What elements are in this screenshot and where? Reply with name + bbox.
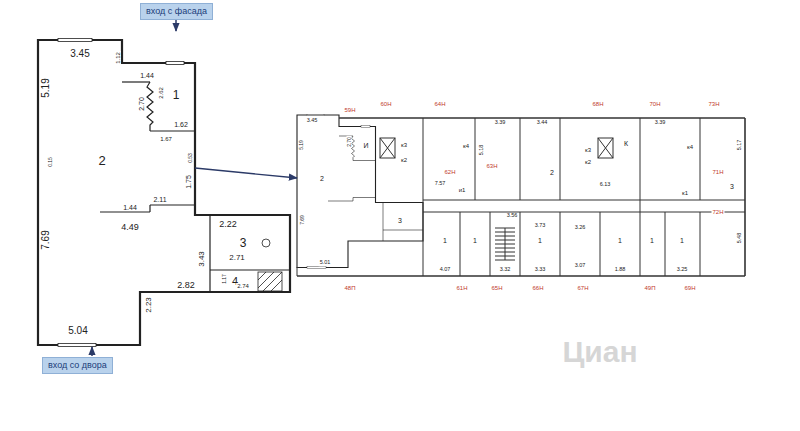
dimension-label: 3.56	[506, 213, 519, 219]
dimension-label: 7.69	[41, 229, 51, 250]
unit-code: 72Н	[711, 209, 724, 215]
dimension-label: 3.39	[494, 120, 507, 126]
entry-text: вход со двора	[43, 358, 112, 373]
dimension-label: 2.82	[176, 281, 196, 290]
room-number: К	[623, 140, 629, 147]
dimension-label: 1.17	[222, 273, 227, 285]
room-number: к3	[584, 147, 592, 153]
dimension-label: 5.19	[41, 77, 51, 98]
unit-walls-small	[297, 114, 423, 268]
dimension-label: 3.73	[534, 223, 547, 229]
unit-code: 67Н	[576, 285, 589, 291]
room-number: к3	[400, 142, 408, 148]
dimension-label: 1.44	[139, 72, 155, 79]
dimension-label: 5.19	[299, 139, 304, 151]
room-number: 2	[98, 154, 105, 167]
dimension-label: 1.75	[185, 174, 192, 190]
unit-code: 70Н	[648, 101, 661, 107]
dimension-label: 2.62	[158, 86, 164, 100]
dimension-label: 7.57	[434, 181, 447, 187]
dimension-label: 7.69	[300, 214, 305, 226]
dimension-label: 5.48	[737, 232, 743, 245]
dimension-label: 2.70	[347, 136, 352, 148]
entry-box: вход с фасада	[140, 3, 213, 20]
dimension-label: 5.04	[67, 326, 88, 336]
entry-arrow	[91, 347, 93, 356]
room-number: и1	[458, 187, 467, 193]
room-number: 1	[537, 237, 543, 244]
room-number: 3	[239, 237, 248, 249]
room-number: к1	[681, 190, 689, 196]
unit-code: 66Н	[531, 285, 544, 291]
connector-arrow	[195, 168, 297, 178]
room-number: 1	[649, 237, 655, 244]
watermark: Циан	[561, 337, 638, 367]
dimension-label: 0.53	[188, 152, 193, 164]
dimension-label: 1.44	[122, 204, 138, 211]
room-number: 1	[472, 237, 478, 244]
dimension-label: 3.32	[499, 267, 512, 273]
dimension-label: 2.71	[228, 254, 246, 262]
sanitary-symbols	[258, 239, 282, 291]
room-number: 3	[729, 183, 735, 190]
dimension-label: 3.44	[536, 120, 549, 126]
unit-code: 63Н	[485, 163, 498, 169]
dimension-label: 3.25	[676, 267, 689, 273]
unit-code: 68Н	[591, 101, 604, 107]
room-number: к2	[584, 159, 592, 165]
dimension-label: 3.33	[534, 267, 547, 273]
unit-code: 48П	[344, 285, 357, 291]
dimension-label: 2.22	[218, 220, 238, 229]
dimension-label: 1.67	[159, 136, 173, 142]
unit-code: 59Н	[343, 107, 356, 113]
unit-code: 62Н	[443, 169, 456, 175]
room-number: 2	[549, 169, 555, 176]
dimension-label: 3.45	[306, 118, 319, 124]
dimension-label: 5.18	[479, 144, 485, 157]
room-number: 3	[397, 217, 403, 224]
dimension-label: 5.17	[737, 139, 743, 152]
unit-walls	[38, 39, 290, 347]
unit-code: 60Н	[379, 101, 392, 107]
unit-code: 71Н	[711, 169, 724, 175]
dimension-label: 2.70	[138, 96, 145, 112]
dimension-label: 2.11	[152, 196, 167, 203]
dimension-label: 5.01	[319, 260, 332, 266]
dimension-label: 3.26	[574, 225, 587, 231]
room-number: 2	[320, 175, 324, 182]
dimension-label: 0.15	[48, 156, 53, 168]
dimension-label: 3.39	[654, 120, 667, 126]
room-number: к2	[400, 157, 408, 163]
dimension-label: 2.23	[145, 296, 153, 314]
dimension-label: 3.45	[69, 49, 90, 59]
dimension-label: 2.74	[236, 283, 250, 289]
dimension-label: 1.88	[614, 267, 627, 273]
dimension-label: 4.49	[120, 223, 140, 232]
room-number: 1	[679, 237, 685, 244]
dimension-label: 3.43	[198, 250, 206, 268]
room-number: И	[362, 142, 369, 149]
room-number: к4	[686, 144, 694, 150]
unit-code: 73Н	[707, 101, 720, 107]
unit-code: 49П	[644, 285, 657, 291]
entry-box: вход со двора	[42, 357, 113, 374]
dimension-label: 4.07	[439, 267, 452, 273]
room-number: 1	[172, 89, 181, 101]
room-number: 1	[617, 237, 623, 244]
unit-code: 69Н	[683, 285, 696, 291]
unit-code: 65Н	[490, 285, 503, 291]
dimension-label: 1.12	[115, 51, 121, 65]
entry-text: вход с фасада	[141, 4, 212, 19]
unit-code: 61Н	[455, 285, 468, 291]
floor-walls	[297, 118, 745, 276]
room-number: 1	[442, 237, 448, 244]
dimension-label: 1.62	[173, 121, 189, 128]
unit-code: 64Н	[433, 101, 446, 107]
dimension-label: 6.13	[599, 182, 612, 188]
dimension-label: 3.07	[574, 263, 587, 269]
room-number: к4	[462, 143, 470, 149]
